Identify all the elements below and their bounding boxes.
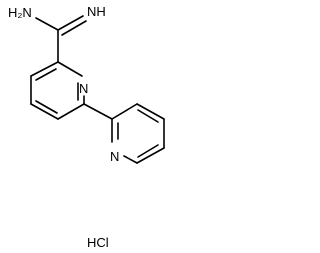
hydrochloride-salt-label: HCl: [87, 235, 109, 250]
pyridine-nitrogen-upper: N: [79, 81, 88, 96]
ring2-inner-double-c3-c4: [137, 109, 159, 123]
pyridine-nitrogen-lower: N: [110, 149, 119, 164]
chemical-structure-diagram: H₂N NH N N HCl: [8, 4, 165, 250]
bond-c-nh-double-a: [57, 15, 84, 31]
ring2-inner-double-c5-c6: [137, 144, 159, 158]
bond-c-nh-double-b: [61, 20, 87, 36]
ring1-inner-double-c2-c3: [35, 68, 57, 81]
ring2-bond-c2-c3: [111, 103, 138, 120]
ring1-inner-double-c4-c5: [35, 100, 58, 114]
ring1-bond-c6-c5: [57, 103, 85, 120]
pyridine-ring-lower: [111, 103, 165, 164]
amine-label: H₂N: [8, 5, 32, 20]
imine-label: NH: [87, 4, 106, 19]
pyridine-ring-upper: [30, 61, 85, 120]
ring1-bond-c2-n1: [57, 61, 83, 77]
bond-c-nh2: [35, 17, 59, 31]
ring1-bond-c3-c2: [30, 61, 59, 77]
ring2-bond-c5-c6: [136, 147, 165, 164]
ring2-bond-c3-c4: [136, 103, 165, 120]
amidine-group: [35, 15, 87, 63]
biaryl-bond: [83, 103, 113, 120]
ring1-bond-c5-c4: [30, 103, 59, 120]
ring2-bond-c6-n1: [123, 155, 138, 164]
